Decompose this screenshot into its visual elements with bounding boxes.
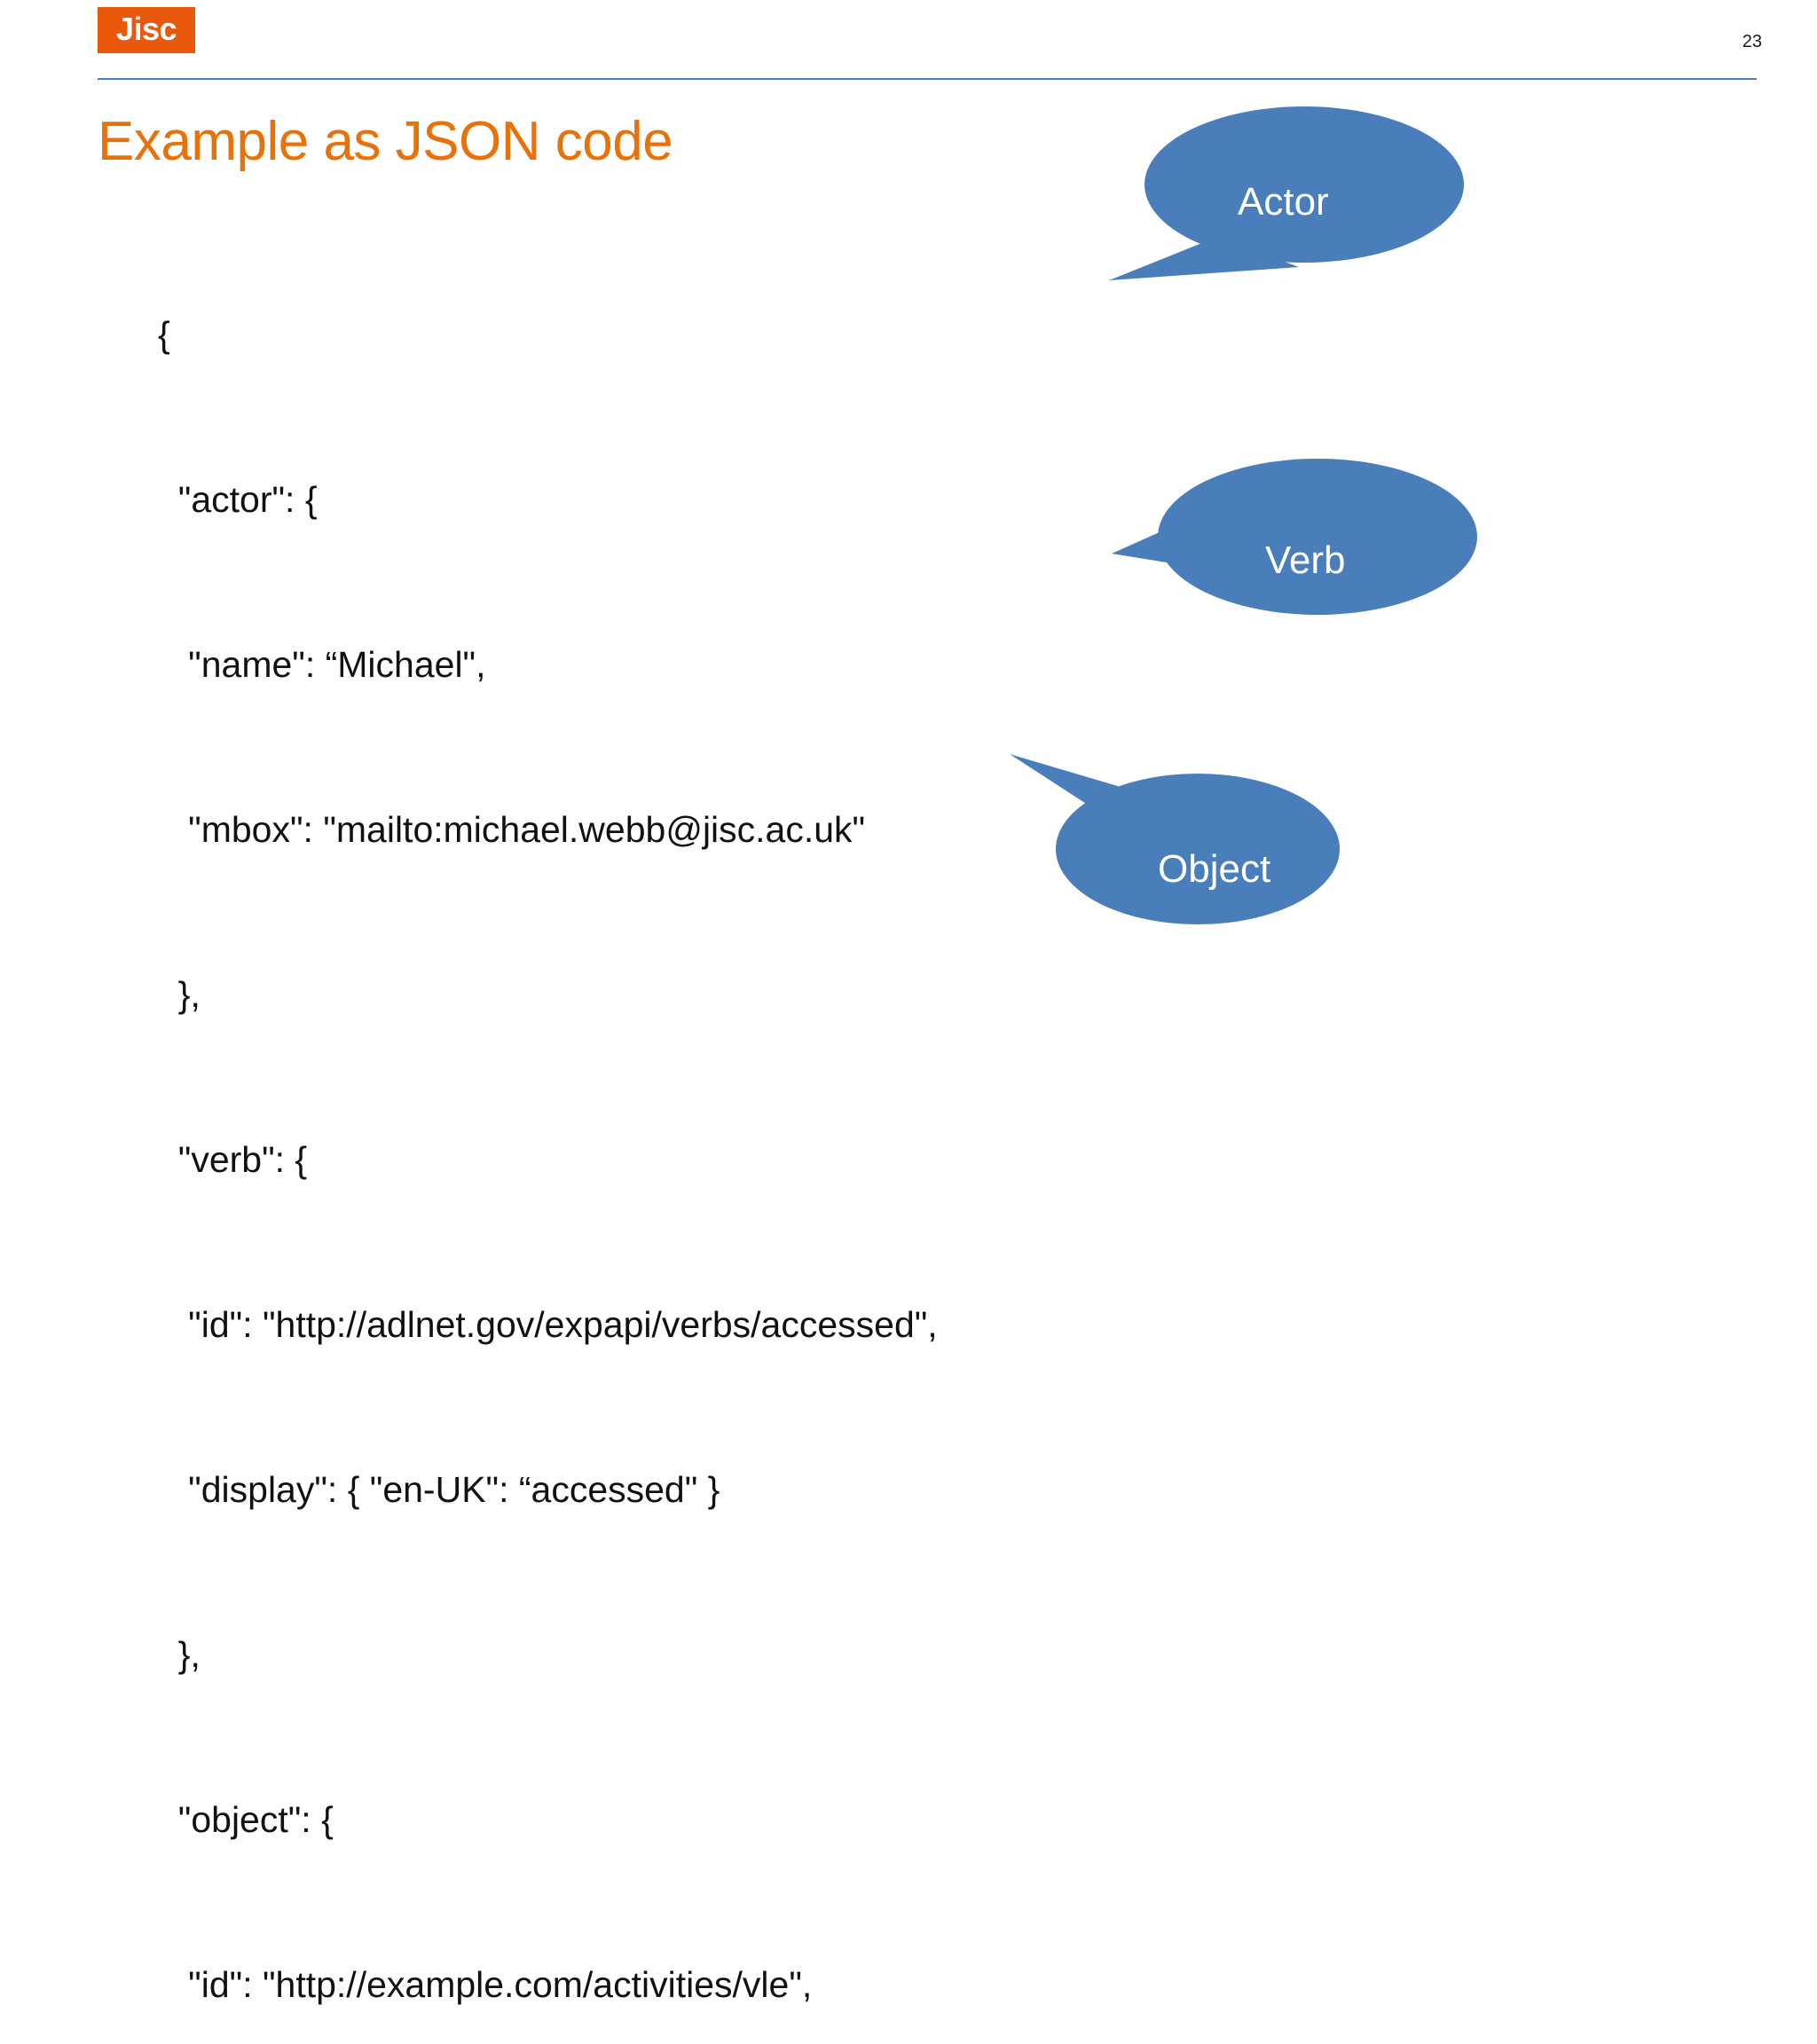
code-line: "object": {	[158, 1799, 334, 1840]
jisc-logo: Jisc	[98, 7, 195, 53]
speech-bubble-shape	[1112, 459, 1477, 615]
code-line: "id": "http://example.com/activities/vle…	[158, 1964, 813, 2005]
callout-bubble-verb: Verb	[1105, 439, 1477, 679]
json-code-block: { "actor": { "name": “Michael", "mbox": …	[158, 197, 1152, 2044]
slide-header: Jisc 23	[0, 0, 1817, 82]
speech-bubble-shape	[1010, 754, 1340, 924]
code-line: "mbox": "mailto:michael.webb@jisc.ac.uk"	[158, 809, 866, 850]
header-divider	[98, 78, 1757, 80]
code-line: "verb": {	[158, 1139, 308, 1180]
code-line: "actor": {	[158, 479, 318, 520]
code-line: "display": { "en-UK": “accessed" }	[158, 1469, 720, 1510]
speech-bubble-shape	[1109, 106, 1464, 280]
page-title: Example as JSON code	[98, 111, 673, 172]
code-line: },	[158, 1634, 201, 1675]
callout-bubble-actor: Actor	[1100, 106, 1473, 346]
code-line: "id": "http://adlnet.gov/expapi/verbs/ac…	[158, 1304, 938, 1345]
code-line: },	[158, 974, 201, 1015]
page-number: 23	[1742, 32, 1762, 51]
logo-text: Jisc	[115, 11, 177, 47]
code-line: {	[158, 314, 170, 355]
code-line: "name": “Michael",	[158, 644, 486, 685]
callout-bubble-object: Object	[1003, 745, 1375, 985]
